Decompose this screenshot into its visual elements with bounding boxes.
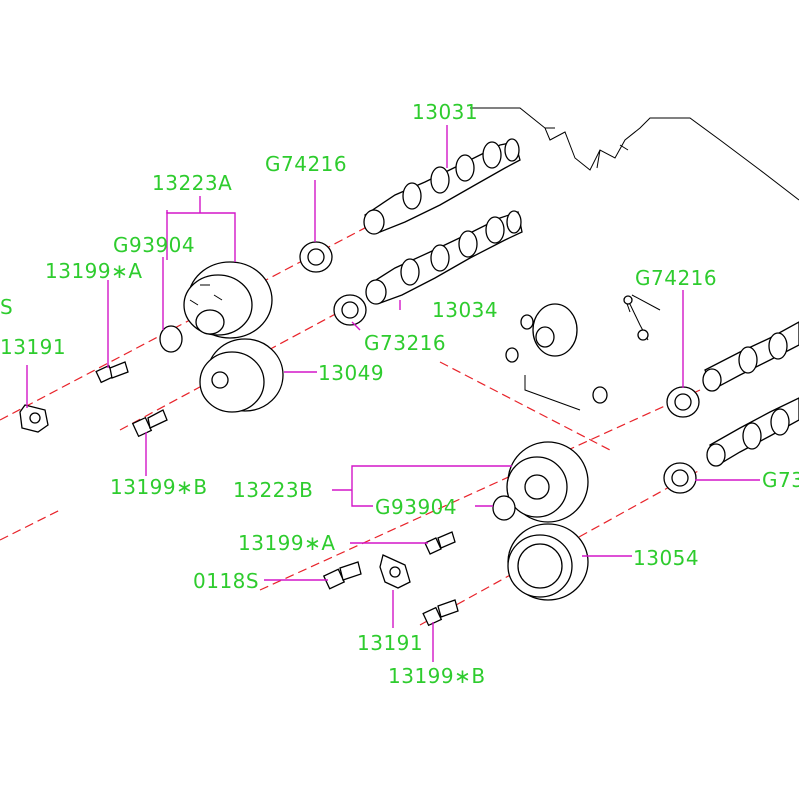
bolt-13199b-upper	[131, 409, 168, 438]
label-g74216-right: G74216	[635, 266, 717, 290]
label-13191-top: 13191	[0, 335, 66, 359]
label-s-edge: S	[0, 295, 13, 319]
engine-small-parts	[505, 294, 661, 411]
bolt-13199b-lower	[422, 599, 459, 627]
pulley-13049	[199, 338, 284, 413]
pulley-13054	[507, 523, 589, 601]
label-g93904-top: G93904	[113, 233, 195, 257]
camshaft-13034	[365, 210, 523, 305]
label-13199a-bottom: 13199∗A	[238, 531, 336, 555]
label-13031: 13031	[412, 100, 478, 124]
label-13049: 13049	[318, 361, 384, 385]
seal-g74216-upper	[299, 241, 333, 273]
engine-outline	[470, 107, 799, 201]
bolt-0118s	[322, 561, 362, 590]
engine-outline-detail	[545, 127, 629, 169]
seal-g73216-upper	[333, 294, 367, 326]
plate-13191-lower	[379, 554, 411, 589]
camshaft-right-upper	[702, 321, 799, 392]
label-13054: 13054	[633, 546, 699, 570]
oring-g93904-lower	[492, 495, 516, 521]
label-13199a-top: 13199∗A	[45, 259, 143, 283]
label-13191-bottom: 13191	[357, 631, 423, 655]
leader-lines	[26, 125, 760, 662]
oring-g93904-upper	[159, 325, 183, 353]
sprocket-13223a	[183, 261, 273, 339]
label-g74216-top: G74216	[265, 152, 347, 176]
label-13223a: 13223A	[152, 171, 232, 195]
seal-g74216-right	[666, 386, 700, 418]
camshaft-right-lower	[706, 397, 799, 467]
bolt-13199a-upper	[95, 361, 129, 384]
label-13199b-bottom: 13199∗B	[388, 664, 486, 688]
label-13223b: 13223B	[233, 478, 313, 502]
camshaft-13031	[363, 138, 521, 235]
bolt-13199a-lower	[424, 531, 456, 555]
sprocket-13223b	[506, 441, 589, 523]
label-g73216-top: G73216	[364, 331, 446, 355]
label-13199b-top: 13199∗B	[110, 475, 208, 499]
seal-g73-right	[663, 462, 697, 494]
label-g73-right: G73	[762, 468, 799, 492]
label-0118s: 0118S	[193, 569, 259, 593]
plate-13191-upper	[19, 404, 49, 433]
label-g93904-bottom: G93904	[375, 495, 457, 519]
label-13034: 13034	[432, 298, 498, 322]
